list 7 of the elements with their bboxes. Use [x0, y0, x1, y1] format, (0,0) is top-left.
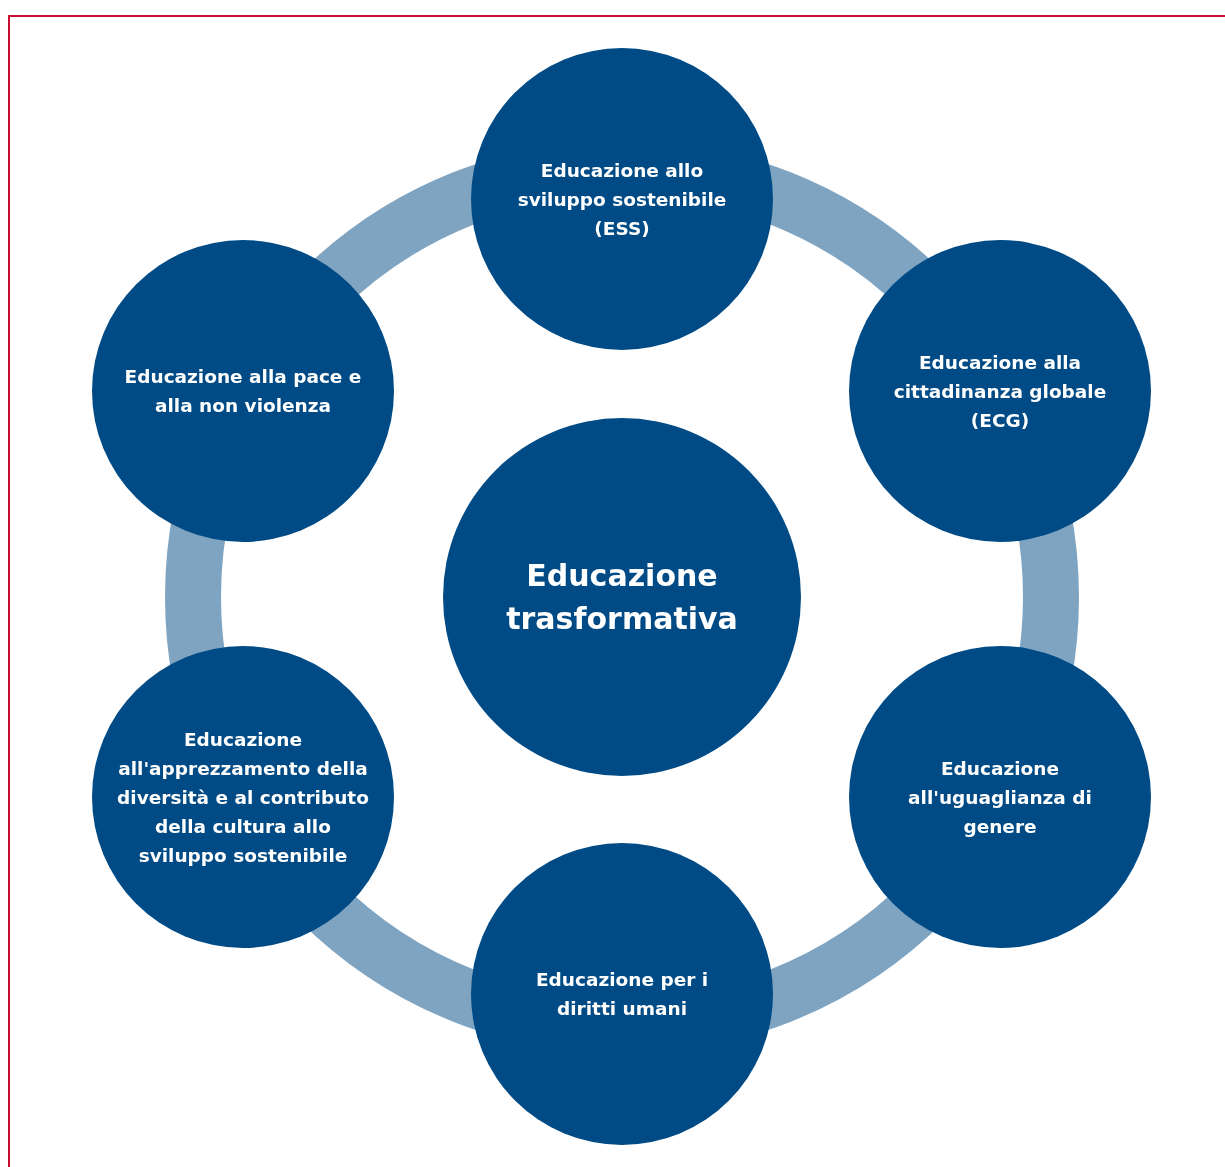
circle-label: Educazione all'apprezzamento della diversità e al contributo della cultura allo sviluppo sostenibile — [116, 727, 370, 868]
circle-label: Educazione all'uguaglianza di genere — [907, 756, 1093, 839]
circle-label: Educazione allo sviluppo sostenibile (ESS) — [516, 158, 728, 241]
circle-label: Educazione alla cittadinanza globale (ECG) — [892, 350, 1108, 433]
circle-label: Educazione trasformativa — [505, 557, 739, 638]
circle-label: Educazione per i diritti umani — [534, 968, 710, 1021]
circle-label: Educazione alla pace e alla non violenza — [123, 365, 363, 418]
